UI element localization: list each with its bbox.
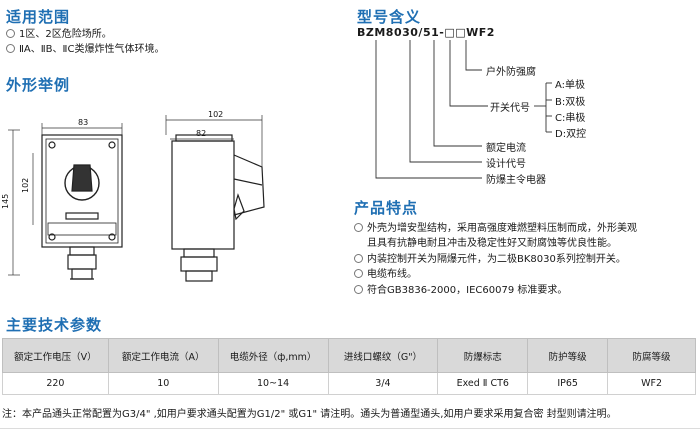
model-label-wf2: 户外防强腐 (486, 67, 536, 78)
specs-cell: 220 (2, 372, 109, 395)
specs-header-cell: 额定工作电流（A） (107, 338, 219, 373)
bullet-circle-icon (6, 29, 15, 38)
model-label-b: B:双极 (555, 97, 586, 108)
bullet-circle-icon (354, 254, 363, 263)
feature-item-text: 电缆布线。 (367, 269, 417, 280)
model-label-current: 额定电流 (486, 143, 526, 154)
specs-cell: Exed Ⅱ CT6 (437, 372, 529, 395)
table-row: 220 10 10~14 3/4 Exed Ⅱ CT6 IP65 WF2 (2, 372, 696, 395)
scope-item-text: 1区、2区危险场所。 (19, 29, 112, 40)
feature-item: 电缆布线。 (354, 268, 417, 282)
model-label-d: D:双控 (555, 129, 587, 140)
dimension-102-front: 102 (21, 178, 30, 193)
dimension-82: 82 (196, 129, 206, 138)
model-label-c: C:串极 (555, 113, 586, 124)
footnote: 注：本产品通头正常配置为G3/4" ,如用户要求通头配置为G1/2" 或G1" … (2, 409, 617, 420)
specs-cell: IP65 (527, 372, 609, 395)
specs-header-cell: 防爆标志 (437, 338, 529, 373)
model-label-appliance: 防爆主令电器 (486, 175, 546, 186)
model-title: 型号含义 (357, 8, 422, 26)
feature-item: 外壳为增安型结构，采用高强度难燃塑料压制而成，外形美观 (354, 222, 637, 236)
feature-item-text: 且具有抗静电耐且冲击及稳定性好又耐腐蚀等优良性能。 (367, 238, 617, 249)
feature-item-text: 内装控制开关为隔爆元件，为二极BK8030系列控制开关。 (367, 254, 626, 265)
specs-cell: WF2 (607, 372, 696, 395)
specs-cell: 10~14 (217, 372, 329, 395)
enclosure-drawing: 83 102 145 102 82 (1, 110, 265, 282)
dimension-145: 145 (1, 194, 10, 209)
bullet-circle-icon (354, 269, 363, 278)
specs-header-row: 额定工作电压（V） 额定工作电流（A） 电缆外径（ф,mm） 进线口螺纹（G"）… (2, 338, 696, 373)
model-code: BZM8030/51-□□WF2 (357, 26, 495, 39)
specs-header-cell: 额定工作电压（V） (2, 338, 109, 373)
scope-item: ⅡA、ⅡB、ⅡC类爆炸性气体环境。 (6, 43, 164, 57)
specs-cell: 10 (107, 372, 219, 395)
specs-header-cell: 防腐等级 (607, 338, 696, 373)
model-label-design: 设计代号 (486, 159, 526, 170)
bullet-circle-icon (354, 223, 363, 232)
specs-title: 主要技术参数 (6, 316, 103, 334)
dimension-83: 83 (78, 118, 88, 127)
scope-item: 1区、2区危险场所。 (6, 28, 112, 42)
features-title: 产品特点 (354, 199, 419, 217)
drawing-title: 外形举例 (6, 76, 71, 94)
model-label-switch-code: 开关代号 (490, 103, 530, 114)
specs-table: 额定工作电压（V） 额定工作电流（A） 电缆外径（ф,mm） 进线口螺纹（G"）… (2, 338, 696, 395)
feature-item: 符合GB3836-2000，IEC60079 标准要求。 (354, 284, 567, 298)
bullet-circle-icon (6, 44, 15, 53)
scope-item-text: ⅡA、ⅡB、ⅡC类爆炸性气体环境。 (19, 44, 165, 55)
specs-header-cell: 进线口螺纹（G"） (327, 338, 439, 373)
feature-item-text: 符合GB3836-2000，IEC60079 标准要求。 (367, 285, 568, 296)
feature-item-text: 外壳为增安型结构，采用高强度难燃塑料压制而成，外形美观 (367, 223, 637, 234)
dimension-102-side: 102 (208, 110, 223, 119)
feature-item-continued: 且具有抗静电耐且冲击及稳定性好又耐腐蚀等优良性能。 (367, 237, 617, 251)
model-breakdown-lines (375, 40, 552, 179)
divider (0, 428, 700, 429)
specs-header-cell: 防护等级 (527, 338, 609, 373)
scope-title: 适用范围 (6, 8, 71, 26)
model-label-a: A:单极 (555, 80, 586, 91)
bullet-circle-icon (354, 285, 363, 294)
specs-cell: 3/4 (327, 372, 439, 395)
specs-header-cell: 电缆外径（ф,mm） (217, 338, 329, 373)
feature-item: 内装控制开关为隔爆元件，为二极BK8030系列控制开关。 (354, 253, 626, 267)
